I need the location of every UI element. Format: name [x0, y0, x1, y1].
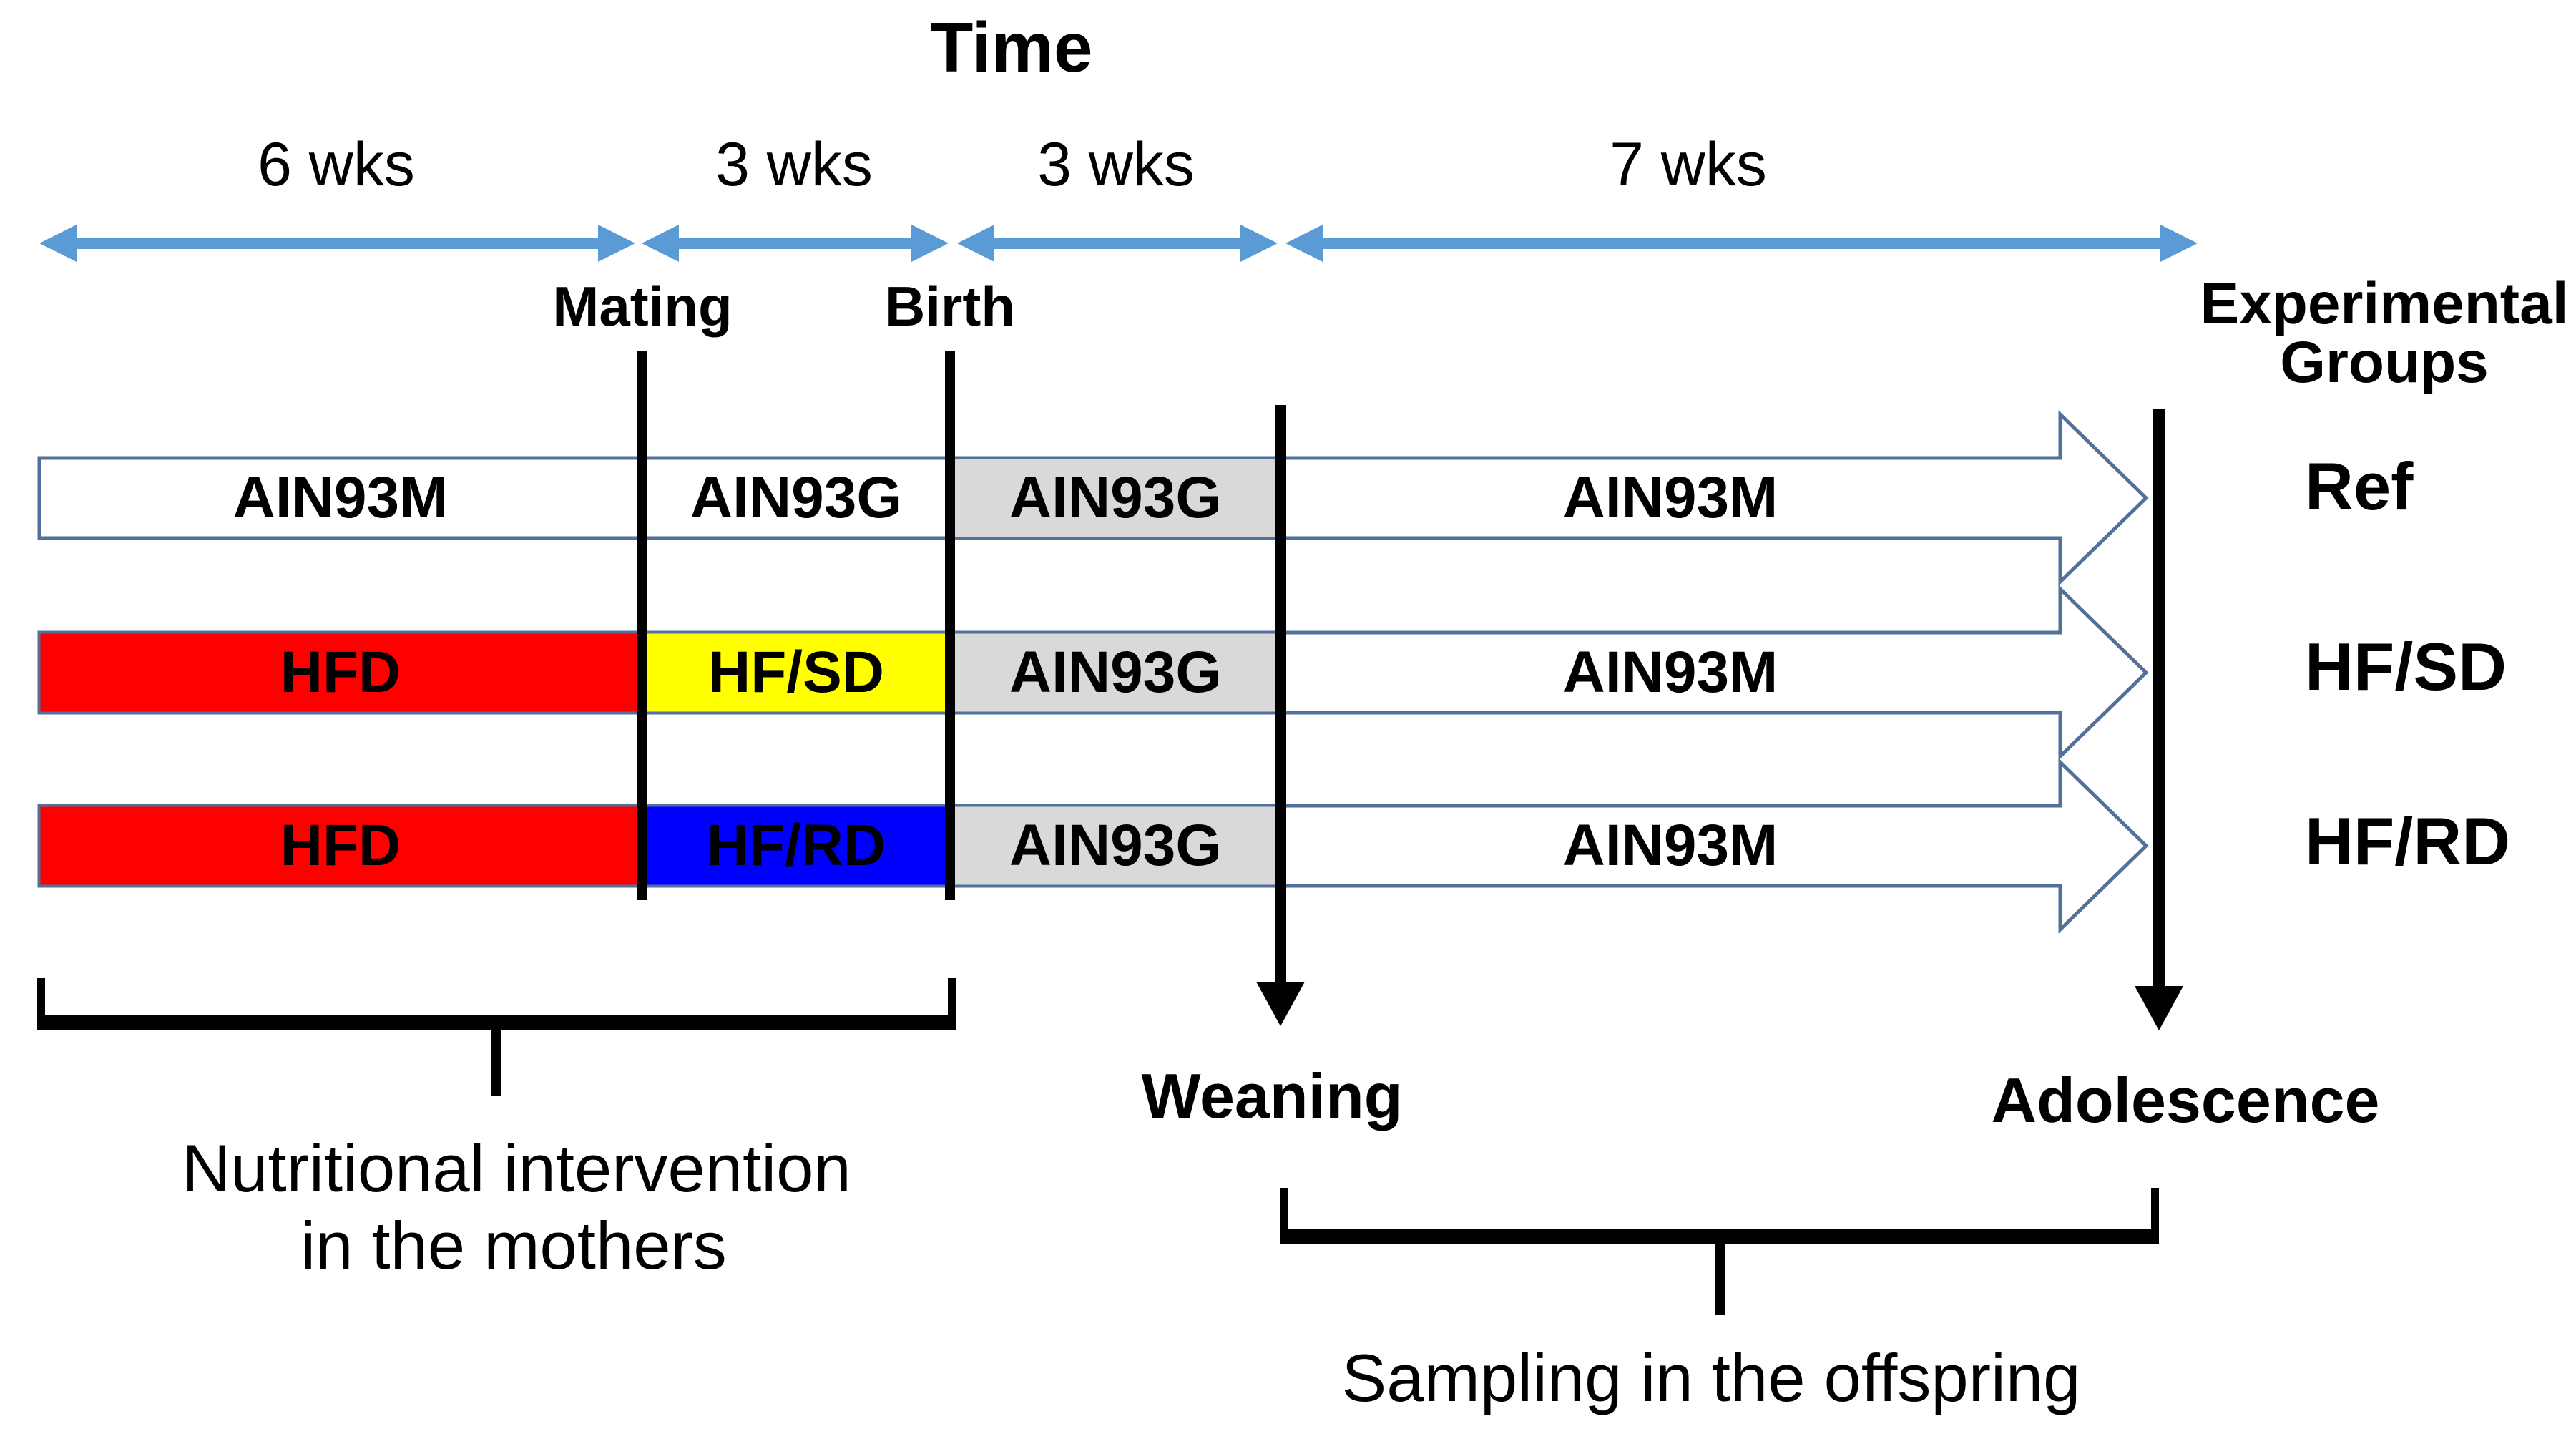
diet-segment-label: HF/RD — [706, 813, 886, 878]
diet-segment-label: HFD — [280, 813, 401, 878]
adolescence-arrow-shaft — [2153, 409, 2165, 986]
time-arrow-3wks-gestation — [642, 225, 949, 262]
duration-label-7wks: 7 wks — [1610, 130, 1767, 199]
offspring-annotation: Sampling in the offspring — [1341, 1340, 2081, 1415]
experimental-groups-header: Experimental Groups — [2200, 275, 2569, 392]
diet-segment-label: AIN93M — [1562, 640, 1778, 705]
duration-label-3wks-lactation: 3 wks — [1037, 130, 1195, 199]
adolescence-arrow-head — [2135, 986, 2183, 1030]
diet-segment-label: AIN93M — [232, 465, 449, 530]
event-label-mating: Mating — [552, 275, 733, 338]
weaning-arrow-head — [1256, 982, 1305, 1026]
mating-line — [637, 351, 647, 900]
mothers-brace-hook-right — [948, 978, 956, 1023]
time-arrow-3wks-lactation — [957, 225, 1278, 262]
diet-segment-label: HF/SD — [708, 640, 884, 705]
duration-label-6wks: 6 wks — [258, 130, 415, 199]
group-label-hfsd: HF/SD — [2305, 629, 2507, 704]
diet-segment-label: AIN93M — [1562, 465, 1778, 530]
mothers-annotation-line1: Nutritional intervention — [182, 1131, 851, 1206]
duration-label-3wks-gestation: 3 wks — [715, 130, 873, 199]
offspring-brace-stem — [1715, 1244, 1725, 1315]
experimental-groups-line2: Groups — [2280, 330, 2489, 395]
event-label-adolescence: Adolescence — [1991, 1065, 2380, 1136]
segment-hfd-row3 — [38, 804, 644, 887]
group-label-hfrd: HF/RD — [2305, 804, 2511, 879]
segment-hfsd-row2 — [641, 631, 951, 714]
offspring-brace-bar — [1280, 1229, 2159, 1244]
mothers-brace-bar — [37, 1015, 956, 1030]
time-title: Time — [930, 8, 1093, 87]
weaning-arrow-shaft — [1275, 405, 1286, 982]
diet-segment-label: AIN93G — [1009, 465, 1222, 530]
offspring-brace-hook-left — [1280, 1188, 1288, 1236]
diet-segment-label: HFD — [280, 640, 401, 705]
mothers-brace-stem — [491, 1030, 501, 1096]
diet-segment-label: AIN93G — [1009, 813, 1222, 878]
event-label-weaning: Weaning — [1141, 1060, 1403, 1131]
segment-hfd-row2 — [38, 631, 644, 714]
mothers-brace-hook-left — [37, 978, 45, 1023]
diet-segment-label: AIN93M — [1562, 813, 1778, 878]
event-label-birth: Birth — [885, 275, 1015, 338]
experimental-groups-line1: Experimental — [2200, 271, 2569, 336]
group-label-ref: Ref — [2305, 449, 2414, 524]
time-arrow-7wks — [1285, 225, 2198, 262]
diet-segment-label: AIN93G — [690, 465, 903, 530]
diet-segment-label: AIN93G — [1009, 640, 1222, 705]
mothers-annotation-line2: in the mothers — [300, 1208, 727, 1283]
time-arrow-6wks — [39, 225, 635, 262]
birth-line — [945, 351, 955, 900]
offspring-brace-hook-right — [2151, 1188, 2159, 1236]
